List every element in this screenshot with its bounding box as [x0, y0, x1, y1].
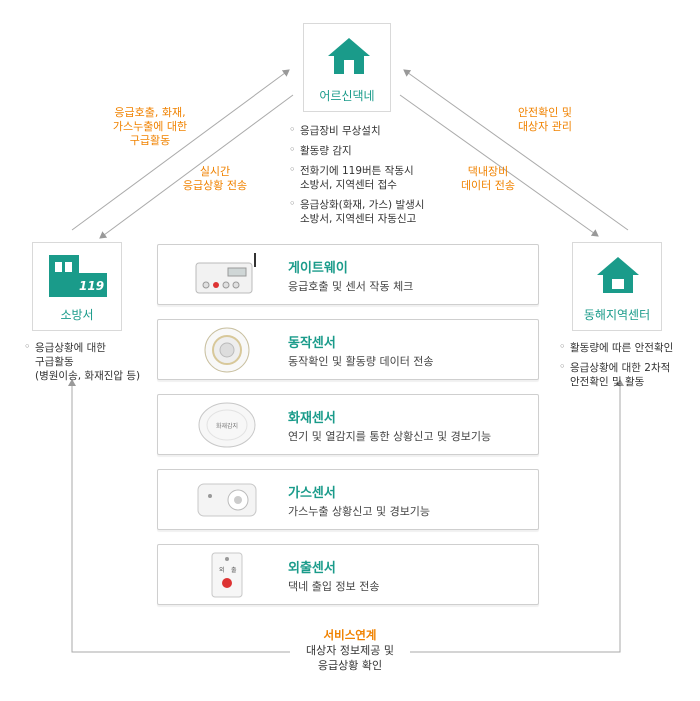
fire-sensor-device-text: 화재감지 [216, 422, 238, 430]
device-desc: 동작확인 및 활동량 데이터 전송 [288, 355, 434, 368]
device-card-outing: 외 출 외출센서 댁네 출입 정보 전송 [157, 544, 539, 605]
home-bullet: 활동량 감지 [287, 143, 457, 158]
device-title: 화재센서 [288, 411, 336, 426]
device-desc: 댁네 출입 정보 전송 [288, 580, 380, 593]
label-fire-realtime: 실시간 응급상황 전송 [182, 165, 248, 192]
device-desc: 응급호출 및 센서 작동 체크 [288, 280, 414, 293]
outing-sensor-device-text-right: 출 [231, 566, 237, 574]
gas-sensor-icon [197, 483, 257, 517]
label-home-data: 댁내장비 데이터 전송 [460, 165, 516, 192]
outing-sensor-icon: 외 출 [211, 552, 243, 598]
service-link-line: 대상자 정보제공 및 [306, 644, 394, 657]
service-link: 서비스연계 대상자 정보제공 및 응급상황 확인 [290, 628, 410, 673]
arrow-home-to-fire [99, 94, 294, 239]
device-card-fire: 화재감지 화재센서 연기 및 열감지를 통한 상황신고 및 경보기능 [157, 394, 539, 455]
fire-station-icon [49, 255, 107, 297]
device-desc: 연기 및 열감지를 통한 상황신고 및 경보기능 [288, 430, 492, 443]
gateway-device-icon [195, 253, 256, 294]
device-desc: 가스누출 상황신고 및 경보기능 [288, 505, 431, 518]
device-title: 외출센서 [288, 561, 336, 576]
motion-sensor-icon [204, 327, 250, 373]
service-link-line-left [68, 379, 300, 653]
home-label: 어르신댁네 [319, 89, 375, 103]
center-label: 동해지역센터 [583, 308, 651, 322]
center-node: 동해지역센터 [572, 242, 662, 331]
home-bullet: 응급장비 무상설치 [287, 123, 457, 138]
device-title: 동작센서 [288, 336, 336, 351]
arrow-fire-to-home [71, 69, 290, 231]
fire-station-label: 소방서 [60, 308, 94, 322]
device-title: 게이트웨이 [288, 261, 348, 276]
device-title: 가스센서 [288, 486, 336, 501]
device-card-gas: 가스센서 가스누출 상황신고 및 경보기능 [157, 469, 539, 530]
outing-sensor-device-text-left: 외 [219, 567, 225, 574]
device-card-motion: 동작센서 동작확인 및 활동량 데이터 전송 [157, 319, 539, 380]
service-link-title: 서비스연계 [323, 628, 377, 642]
label-home-to-fire: 응급호출, 화재, 가스누출에 대한 구급활동 [112, 106, 188, 147]
label-center-manage: 안전확인 및 대상자 관리 [517, 106, 573, 133]
fire-station-node: 119 소방서 [32, 242, 122, 331]
service-link-line-right [400, 379, 624, 653]
device-card-gateway: 게이트웨이 응급호출 및 센서 작동 체크 [157, 244, 539, 305]
house-icon [328, 38, 370, 74]
service-link-line: 응급상황 확인 [317, 659, 383, 672]
center-house-icon [597, 257, 639, 293]
arrow-home-to-center [399, 94, 599, 237]
fire-sensor-icon: 화재감지 [198, 402, 256, 448]
home-node: 어르신댁네 [303, 23, 391, 112]
arrow-center-to-home [403, 69, 629, 231]
center-bullet: 활동량에 따른 안전확인 [557, 340, 697, 355]
fire-badge-text: 119 [79, 279, 105, 293]
